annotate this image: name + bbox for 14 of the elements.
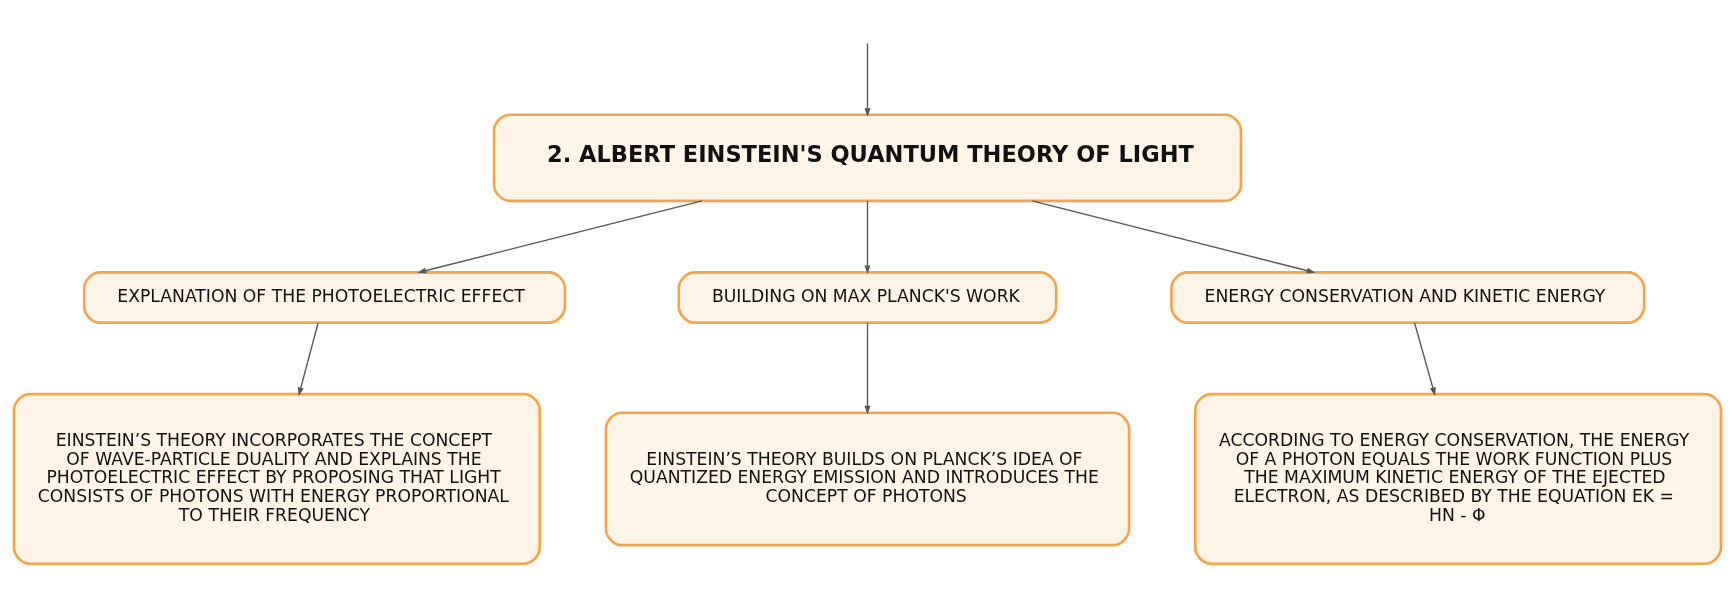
arrow (297, 321, 319, 396)
node-box: BUILDING ON MAX PLANCK'S WORK (677, 270, 1058, 324)
node-box: EXPLANATION OF THE PHOTOELECTRIC EFFECT (82, 270, 567, 324)
arrow (417, 199, 703, 274)
node-box: ENERGY CONSERVATION AND KINETIC ENERGY (1170, 270, 1646, 324)
node-box: EINSTEIN’S THEORY INCORPORATES THE CONCEPT OF WAVE-PARTICLE DUALITY AND EXPLAINS THE PHOTOELECTRIC EFFECT BY PROPOSING THAT LIGHT CONSISTS OF PHOTONS WITH ENERGY PROPORTIONAL TO THEIR FREQUENCY (12, 392, 542, 565)
arrow (864, 42, 871, 117)
node-box: 2. ALBERT EINSTEIN'S QUANTUM THEORY OF LIGHT (492, 112, 1243, 202)
arrow (864, 199, 871, 274)
arrow (864, 321, 871, 414)
arrow (1413, 321, 1436, 396)
node-box: EINSTEIN’S THEORY BUILDS ON PLANCK’S IDEA OF QUANTIZED ENERGY EMISSION AND INTRODUCES THE CONCEPT OF PHOTONS (604, 410, 1131, 546)
node-box: ACCORDING TO ENERGY CONSERVATION, THE ENERGY OF A PHOTON EQUALS THE WORK FUNCTION PLUS THE MAXIMUM KINETIC ENERGY OF THE EJECTED ELECTRON, AS DESCRIBED BY THE EQUATION EK = HΝ - Φ (1193, 392, 1723, 565)
arrow (1031, 199, 1316, 274)
